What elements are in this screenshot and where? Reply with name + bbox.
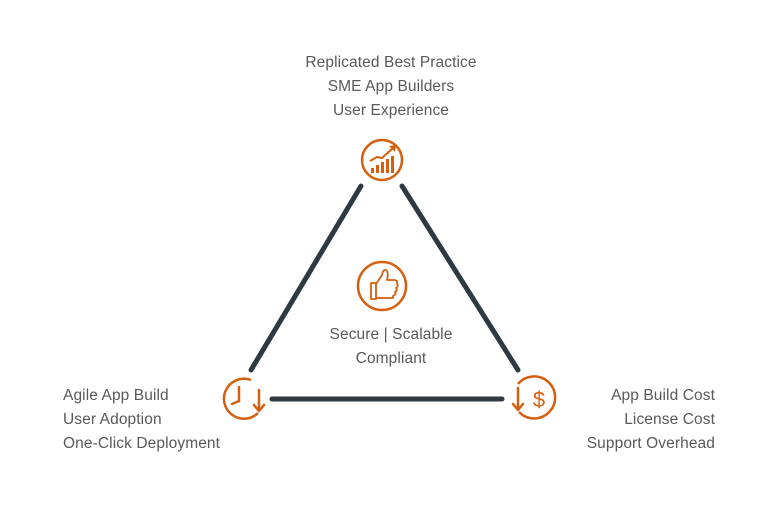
clock-down-arrow-icon [222,377,266,420]
edge-top-right [399,183,521,373]
right-node-labels: App Build Cost License Cost Support Over… [500,384,715,456]
thumbs-up-icon [356,260,408,312]
left-label-line-2: User Adoption [63,411,162,428]
dollar-down-arrow-icon: $ [511,375,557,420]
right-label-line-2: License Cost [624,411,715,428]
right-label-line-1: App Build Cost [611,387,715,404]
growth-chart-icon [360,138,404,182]
svg-text:$: $ [533,387,545,412]
center-label-line-2: Compliant [355,350,427,367]
top-label-line-3: User Experience [332,102,450,119]
left-label-line-1: Agile App Build [63,387,169,404]
top-node-labels: Replicated Best Practice SME App Builder… [241,51,541,123]
center-labels: Secure | Scalable Compliant [291,323,491,371]
left-label-line-3: One-Click Deployment [63,435,221,452]
right-label-line-3: Support Overhead [586,435,715,452]
edge-top-left [248,183,364,373]
left-node-labels: Agile App Build User Adoption One-Click … [63,384,283,456]
top-label-line-1: Replicated Best Practice [305,54,477,71]
top-label-line-2: SME App Builders [327,78,455,95]
center-label-line-1: Secure | Scalable [329,326,453,343]
